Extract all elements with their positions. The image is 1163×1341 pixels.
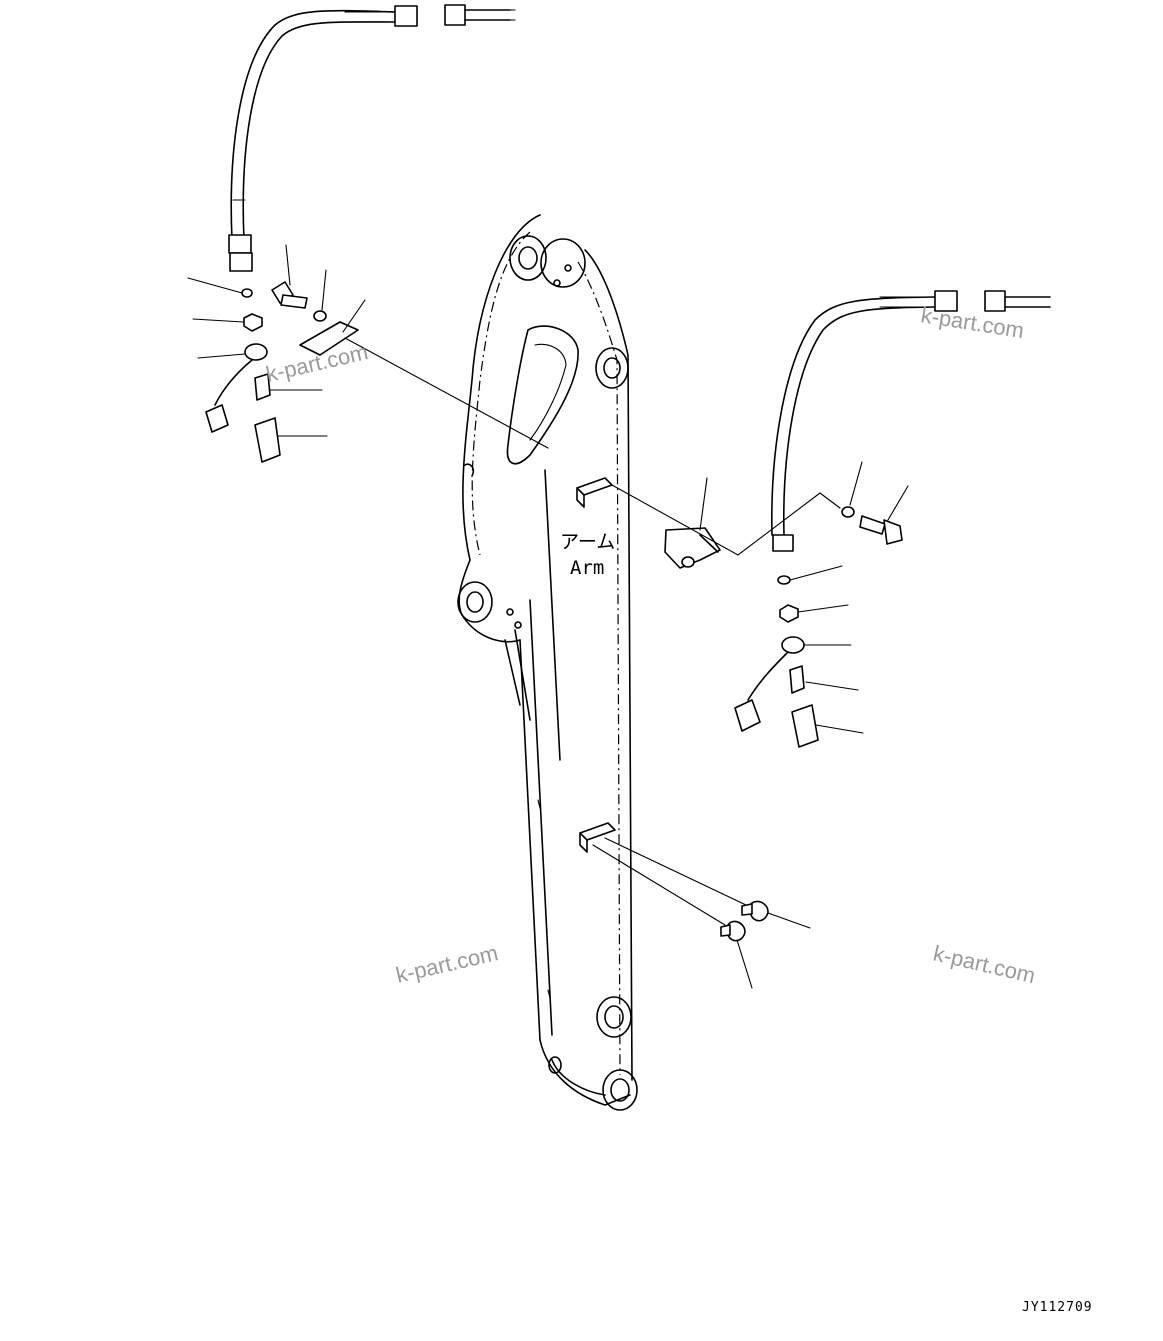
left-fittings [187, 244, 549, 463]
dust-cap [205, 404, 229, 433]
coupler [254, 417, 281, 463]
arm-body [457, 214, 638, 1111]
seal-ring [244, 343, 268, 361]
lower-plugs [592, 837, 811, 989]
o-ring [241, 288, 253, 298]
watermark-3: k-part.com [394, 940, 501, 988]
clamp [299, 321, 359, 356]
watermark-2: k-part.com [919, 302, 1026, 343]
nut [243, 313, 263, 332]
bracket [664, 527, 721, 569]
washer [313, 310, 327, 322]
arm-label-jp: アーム [560, 531, 615, 553]
drawing-code: JY112709 [1022, 1300, 1093, 1315]
arm-label-en: Arm [570, 557, 604, 579]
hose-left [228, 4, 516, 272]
nipple [254, 373, 271, 401]
watermark-4: k-part.com [931, 941, 1038, 989]
hose-right [611, 290, 1051, 748]
